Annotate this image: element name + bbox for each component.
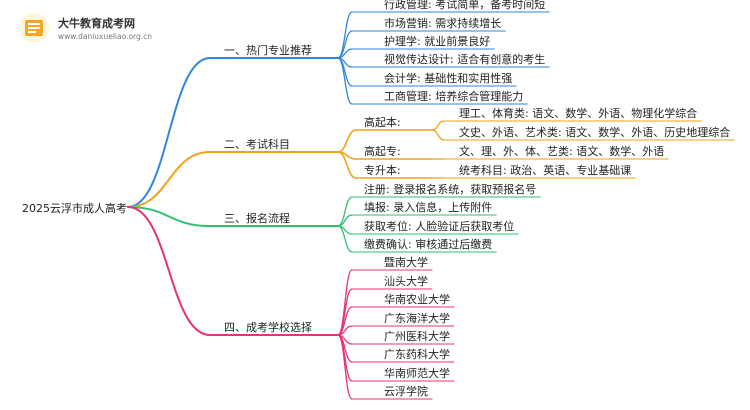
leaf-node[interactable]: 统考科目: 政治、英语、专业基础课 bbox=[459, 164, 632, 177]
leaf-node[interactable]: 行政管理: 考试简单，备考时间短 bbox=[384, 0, 546, 11]
leaf-link bbox=[337, 11, 353, 59]
leaf-node[interactable]: 汕头大学 bbox=[384, 275, 428, 288]
book-logo-icon bbox=[19, 13, 49, 43]
leaf-node[interactable]: 广东药科大学 bbox=[384, 348, 450, 361]
leaf-node[interactable]: 暨南大学 bbox=[384, 256, 428, 269]
branch-node[interactable]: 一、热门专业推荐 bbox=[224, 44, 312, 57]
leaf-node[interactable]: 视觉传达设计: 适合有创意的考生 bbox=[384, 53, 546, 66]
leaf-link bbox=[337, 334, 353, 382]
branch-node[interactable]: 三、报名流程 bbox=[224, 212, 290, 225]
leaf-node[interactable]: 填报: 录入信息，上传附件 bbox=[364, 201, 493, 214]
branch-link bbox=[127, 206, 211, 336]
leaf-node[interactable]: 广东海洋大学 bbox=[384, 312, 450, 325]
leaf-node[interactable]: 理工、体育类: 语文、数学、外语、物理化学综合 bbox=[459, 107, 698, 120]
leaf-link bbox=[337, 269, 353, 336]
leaf-link bbox=[337, 57, 353, 105]
leaf-link bbox=[431, 129, 445, 141]
leaf-node[interactable]: 护理学: 就业前景良好 bbox=[384, 35, 491, 48]
group-node[interactable]: 专升本: bbox=[364, 164, 401, 177]
leaf-node[interactable]: 华南师范大学 bbox=[384, 367, 450, 380]
leaf-link bbox=[337, 225, 353, 253]
group-link bbox=[337, 151, 357, 179]
group-link bbox=[337, 129, 357, 153]
logo-title: 大牛教育成考网 bbox=[58, 17, 135, 30]
branch-link bbox=[127, 57, 211, 208]
leaf-node[interactable]: 广州医科大学 bbox=[384, 330, 450, 343]
leaf-node[interactable]: 市场营销: 需求持续增长 bbox=[384, 17, 502, 30]
logo-url: www.daniuxueliao.org.cn bbox=[58, 32, 153, 41]
group-node[interactable]: 高起本: bbox=[364, 116, 401, 129]
branch-link bbox=[127, 206, 211, 227]
leaf-node[interactable]: 工商管理: 培养综合管理能力 bbox=[384, 90, 524, 103]
leaf-node[interactable]: 华南农业大学 bbox=[384, 293, 450, 306]
leaf-node[interactable]: 文史、外语、艺术类: 语文、数学、外语、历史地理综合 bbox=[459, 126, 731, 139]
leaf-node[interactable]: 会计学: 基础性和实用性强 bbox=[384, 72, 513, 85]
leaf-link bbox=[337, 288, 353, 336]
leaf-link bbox=[337, 334, 353, 400]
leaf-node[interactable]: 缴费确认: 审核通过后缴费 bbox=[364, 238, 493, 251]
branch-node[interactable]: 二、考试科目 bbox=[224, 138, 290, 151]
root-topic[interactable]: 2025云浮市成人高考 bbox=[22, 202, 127, 215]
branch-node[interactable]: 四、成考学校选择 bbox=[224, 321, 312, 334]
group-node[interactable]: 高起专: bbox=[364, 145, 401, 158]
leaf-node[interactable]: 文、理、外、体、艺类: 语文、数学、外语 bbox=[459, 145, 665, 158]
leaf-link bbox=[431, 120, 445, 131]
leaf-node[interactable]: 云浮学院 bbox=[384, 385, 428, 398]
branch-link bbox=[127, 151, 211, 208]
leaf-node[interactable]: 注册: 登录报名系统，获取预报名号 bbox=[364, 183, 537, 196]
leaf-node[interactable]: 获取考位: 人脸验证后获取考位 bbox=[364, 220, 515, 233]
site-logo[interactable]: 大牛教育成考网 www.daniuxueliao.org.cn bbox=[18, 12, 178, 46]
